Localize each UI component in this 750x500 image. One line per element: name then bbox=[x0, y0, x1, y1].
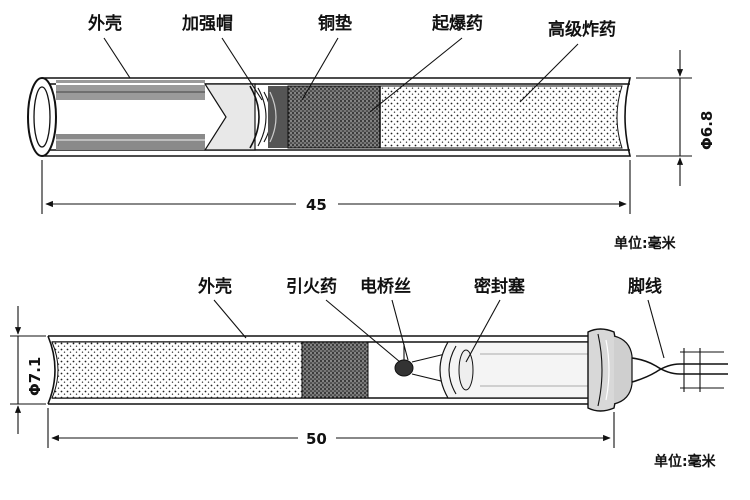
bottom-length-value: 50 bbox=[306, 430, 327, 448]
top-label-high-explosive: 高级炸药 bbox=[548, 19, 616, 40]
top-label-reinforcing-cap: 加强帽 bbox=[181, 13, 233, 34]
bottom-detonator: 外壳 引火药 电桥丝 密封塞 脚线 50 Φ7.1 单位:毫米 bbox=[10, 276, 728, 470]
bottom-label-igniter-charge: 引火药 bbox=[286, 276, 337, 297]
top-copper-pad bbox=[287, 85, 381, 149]
top-high-explosive bbox=[379, 85, 623, 149]
top-reinforcing-cap bbox=[203, 83, 288, 151]
bottom-label-shell: 外壳 bbox=[198, 276, 232, 297]
bottom-crimp-end bbox=[587, 328, 633, 412]
bottom-diameter-dimension: Φ7.1 bbox=[10, 306, 46, 434]
bottom-unit-label: 单位:毫米 bbox=[654, 453, 717, 470]
top-diameter-value: Φ6.8 bbox=[698, 111, 716, 150]
bottom-label-bridge-wire: 电桥丝 bbox=[360, 276, 411, 297]
top-label-primary-explosive: 起爆药 bbox=[431, 13, 483, 34]
bottom-primary-charge bbox=[301, 341, 369, 399]
top-unit-label: 单位:毫米 bbox=[614, 235, 677, 252]
bottom-diameter-value: Φ7.1 bbox=[26, 357, 44, 396]
bottom-high-explosive bbox=[51, 341, 303, 399]
bottom-length-dimension: 50 bbox=[47, 408, 615, 448]
bottom-leg-wires bbox=[631, 348, 728, 392]
top-label-shell: 外壳 bbox=[88, 13, 122, 34]
bottom-seal-plug bbox=[439, 341, 593, 399]
top-length-value: 45 bbox=[306, 196, 327, 214]
top-length-dimension: 45 bbox=[41, 160, 631, 214]
top-label-copper-pad: 铜垫 bbox=[318, 13, 352, 34]
top-diameter-dimension: Φ6.8 bbox=[636, 50, 716, 186]
bottom-label-leg-wires: 脚线 bbox=[628, 276, 662, 297]
bottom-label-seal-plug: 密封塞 bbox=[474, 276, 526, 297]
top-detonator: 外壳 加强帽 铜垫 起爆药 高级炸药 45 Φ6.8 单位:毫米 bbox=[27, 13, 716, 252]
top-shell bbox=[27, 77, 632, 157]
